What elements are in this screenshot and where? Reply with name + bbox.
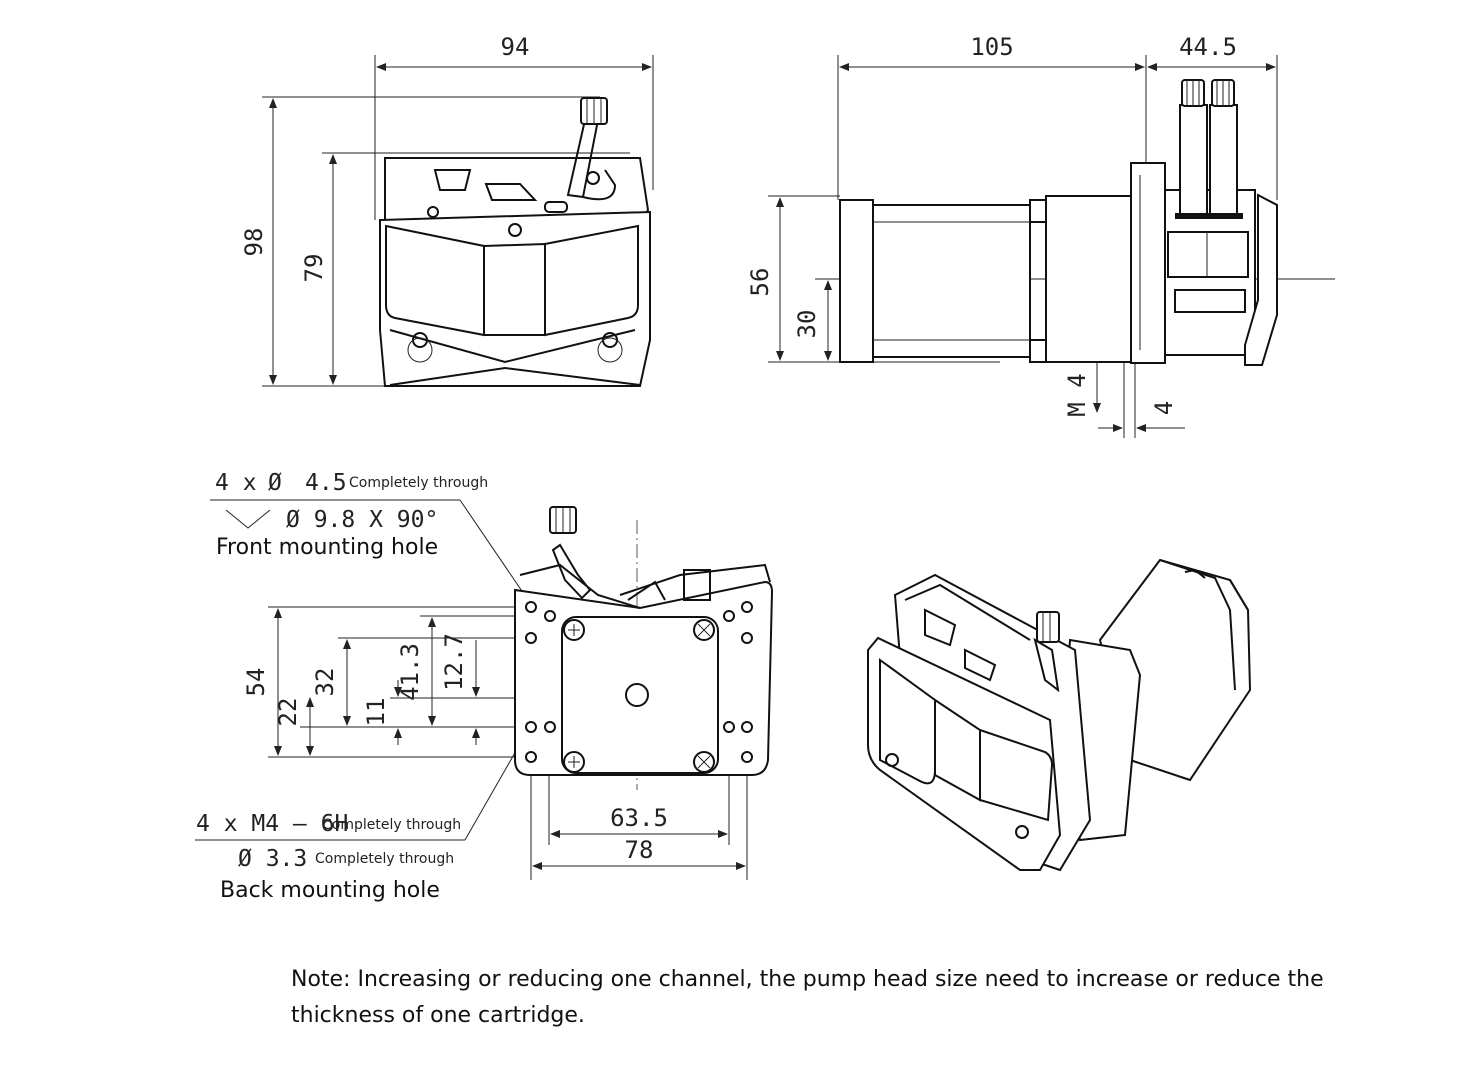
motor-body: [872, 204, 1031, 358]
iso-cover: [867, 636, 1062, 871]
motor-flange: [1045, 195, 1132, 363]
mount-clamp-lever: [551, 543, 592, 600]
back-hole-note: Completely through: [322, 817, 461, 833]
front-hole-title: Front mounting hole: [216, 535, 438, 560]
depth-dim: 4: [1150, 401, 1178, 415]
front-width-dim: 94: [501, 33, 530, 61]
front-hole-symbol: Ø: [268, 470, 282, 496]
cover-lower-edge: [389, 329, 636, 364]
dim-41-3: 41.3: [396, 643, 424, 701]
latch-slot: [433, 169, 472, 191]
back-hole-title: Back mounting hole: [220, 878, 440, 903]
back-hole-drill-note: Completely through: [315, 851, 454, 867]
cover-left-panel: [385, 224, 485, 337]
dim-63-5: 63.5: [610, 804, 668, 832]
cover-edge: [1244, 193, 1278, 366]
center-dim: 30: [793, 310, 821, 339]
motor-length-dim: 105: [970, 33, 1013, 61]
back-hole-thread: 4 x M4 — 6H: [196, 811, 348, 837]
motor-end-cap: [839, 199, 874, 363]
dim-32: 32: [311, 668, 339, 697]
shaft-hole: [625, 683, 649, 707]
latch-window: [484, 183, 538, 201]
motor-flange-square: [561, 616, 719, 774]
cover-right-panel: [544, 224, 639, 337]
footnote: Note: Increasing or reducing one channel…: [291, 967, 1324, 1028]
mounting-plate: [1130, 162, 1166, 364]
tube-clamp-2: [1209, 104, 1238, 218]
dim-12-7: 12.7: [440, 633, 468, 691]
head-length-dim: 44.5: [1179, 33, 1237, 61]
iso-clamp-knob: [1036, 611, 1060, 643]
mounting-holes: [525, 601, 753, 763]
front-hole-count: 4 x: [215, 470, 257, 496]
front-height-dim-2: 79: [300, 254, 328, 283]
side-view: 105 44.5 56 30 M 4 4: [746, 33, 1335, 438]
flange-screws: [563, 619, 715, 773]
dim-54: 54: [242, 668, 270, 697]
base-edge: [389, 366, 641, 386]
dim-22: 22: [274, 698, 302, 727]
dim-11: 11: [362, 698, 390, 727]
side-height-dim: 56: [746, 268, 774, 297]
front-height-dim: 98: [240, 228, 268, 257]
front-view: 94 98 79: [240, 33, 654, 387]
dim-78: 78: [625, 836, 654, 864]
mounting-view: 4 x Ø 4.5 Completely through Ø 9.8 X 90°…: [195, 470, 774, 903]
countersink-spec: Ø 9.8 X 90°: [286, 507, 438, 533]
countersink-icon: [225, 509, 271, 529]
front-hole-note: Completely through: [349, 475, 488, 491]
back-hole-drill: Ø 3.3: [238, 846, 307, 872]
front-hole-size: 4.5: [305, 470, 347, 496]
isometric-view: [867, 558, 1252, 872]
tube-clamp-1: [1179, 104, 1208, 218]
thread-label: M 4: [1063, 373, 1091, 416]
